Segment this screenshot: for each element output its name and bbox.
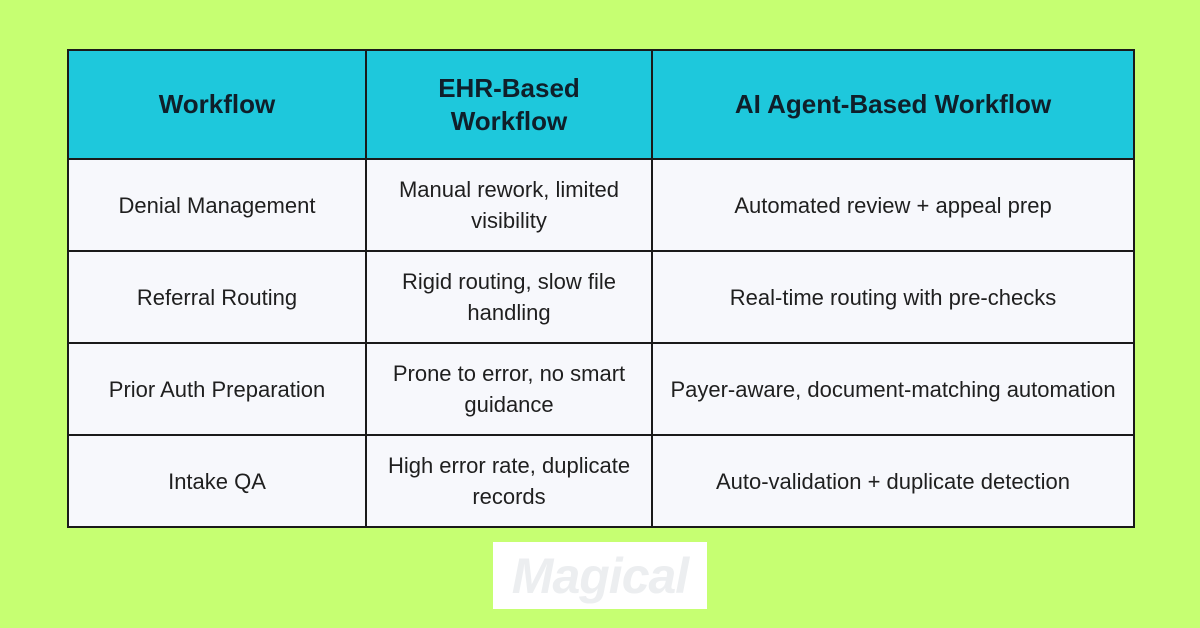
table-row: Referral Routing Rigid routing, slow fil… bbox=[67, 250, 1135, 344]
magical-logo: Magical bbox=[493, 542, 707, 609]
cell-ai-agent-based: Payer-aware, document-matching automatio… bbox=[651, 342, 1135, 436]
header-ai-agent-based-workflow: AI Agent-Based Workflow bbox=[651, 49, 1135, 160]
cell-ai-agent-based: Auto-validation + duplicate detection bbox=[651, 434, 1135, 528]
comparison-table: Workflow EHR-Based Workflow AI Agent-Bas… bbox=[67, 49, 1135, 528]
table-header-row: Workflow EHR-Based Workflow AI Agent-Bas… bbox=[67, 49, 1135, 160]
cell-workflow: Denial Management bbox=[67, 158, 367, 252]
cell-workflow: Intake QA bbox=[67, 434, 367, 528]
cell-ehr-based: Prone to error, no smart guidance bbox=[365, 342, 653, 436]
cell-ehr-based: High error rate, duplicate records bbox=[365, 434, 653, 528]
header-ehr-based-workflow: EHR-Based Workflow bbox=[365, 49, 653, 160]
table-row: Intake QA High error rate, duplicate rec… bbox=[67, 434, 1135, 528]
header-workflow: Workflow bbox=[67, 49, 367, 160]
comparison-table-container: Workflow EHR-Based Workflow AI Agent-Bas… bbox=[67, 49, 1135, 528]
logo-text: Magical bbox=[511, 547, 689, 604]
table-row: Prior Auth Preparation Prone to error, n… bbox=[67, 342, 1135, 436]
table-row: Denial Management Manual rework, limited… bbox=[67, 158, 1135, 252]
cell-ai-agent-based: Automated review + appeal prep bbox=[651, 158, 1135, 252]
cell-workflow: Referral Routing bbox=[67, 250, 367, 344]
cell-ehr-based: Manual rework, limited visibility bbox=[365, 158, 653, 252]
cell-ai-agent-based: Real-time routing with pre-checks bbox=[651, 250, 1135, 344]
cell-workflow: Prior Auth Preparation bbox=[67, 342, 367, 436]
cell-ehr-based: Rigid routing, slow file handling bbox=[365, 250, 653, 344]
